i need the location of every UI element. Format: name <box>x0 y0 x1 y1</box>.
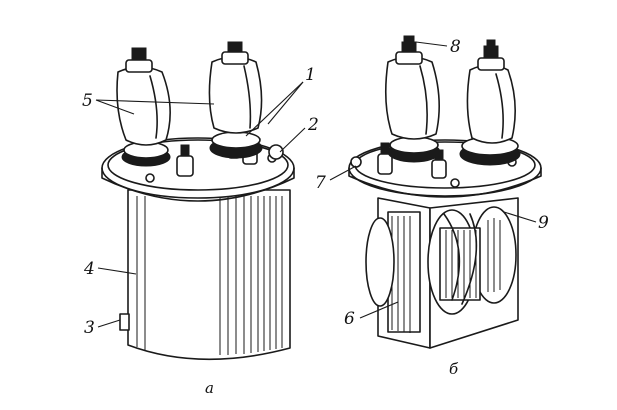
assembled-transformer: 5 1 2 4 3 а <box>82 41 319 397</box>
callout-5: 5 <box>82 91 93 111</box>
callout-7: 7 <box>315 173 326 193</box>
lid-bolt <box>450 178 460 188</box>
high-voltage-bushing-b-left <box>384 35 441 163</box>
lid-plug <box>268 144 284 160</box>
active-part: 8 7 9 6 б <box>315 35 549 378</box>
callout-8: 8 <box>450 37 461 57</box>
caption-a: а <box>205 379 214 397</box>
tank <box>119 189 291 361</box>
lid-bolt <box>145 173 155 183</box>
callout-6: 6 <box>344 309 355 329</box>
lid-bolt <box>350 156 362 168</box>
callout-1: 1 <box>305 65 316 85</box>
callout-leaders-left <box>95 81 306 328</box>
high-voltage-bushing-right <box>208 41 263 159</box>
windings <box>365 206 517 315</box>
drain-plug <box>119 313 130 331</box>
callout-3: 3 <box>84 318 95 338</box>
callout-9: 9 <box>538 213 549 233</box>
caption-b: б <box>449 360 459 378</box>
callout-leaders-right <box>329 41 537 319</box>
callout-2: 2 <box>307 115 319 135</box>
high-voltage-bushing-b-right <box>459 39 521 166</box>
high-voltage-bushing-left <box>116 47 171 167</box>
callout-4: 4 <box>83 259 95 279</box>
